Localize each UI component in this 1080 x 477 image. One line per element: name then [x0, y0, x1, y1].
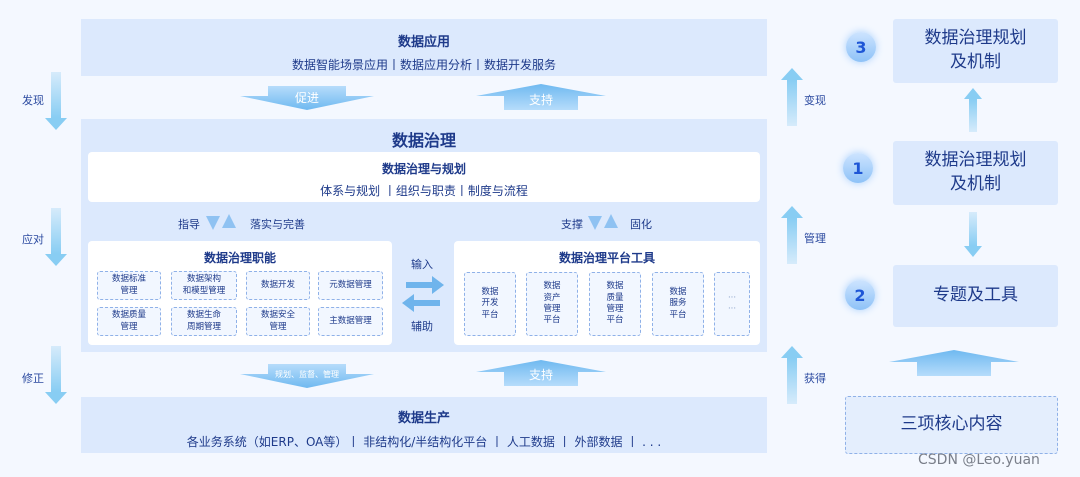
right-flow-1-head — [781, 68, 803, 80]
topics-tools-box: 专题及工具 — [893, 265, 1058, 327]
governance-functions-title: 数据治理职能 — [203, 251, 276, 265]
support-mid-label: 支撑 — [561, 218, 583, 231]
function-cell: 元数据管理 — [318, 271, 383, 300]
promote-arrow — [240, 86, 374, 110]
function-cell: 数据安全 管理 — [246, 307, 310, 336]
right-flow-2 — [787, 218, 797, 264]
function-cell: 主数据管理 — [318, 307, 383, 336]
function-cell: 数据标准 管理 — [97, 271, 161, 300]
governance-tools-title: 数据治理平台工具 — [558, 251, 655, 265]
guide-small-arrow — [240, 364, 374, 388]
up-arrow-shaft-1 — [969, 99, 977, 132]
up-arrow-head-1 — [964, 88, 982, 99]
support-label-bottom: 支持 — [528, 368, 553, 382]
right-flow-1 — [787, 80, 797, 126]
guide-down-arrow — [206, 216, 220, 230]
left-flow-1 — [51, 72, 61, 118]
implement-up-arrow — [222, 214, 236, 228]
right-flow-label-3: 获得 — [804, 372, 826, 385]
tool-cell: 数据 资产 管理 平台 — [526, 272, 578, 336]
down-arrow-shaft-1 — [969, 212, 977, 246]
tool-cell: 数据 质量 管理 平台 — [589, 272, 641, 336]
data-application-subtitle: 数据智能场景应用丨数据应用分析丨数据开发服务 — [291, 58, 556, 72]
solidify-up-arrow — [604, 214, 618, 228]
guide-small-label: 规划、监督、管理 — [275, 370, 339, 379]
governance-planning-box: 数据治理与规划 体系与规划 丨组织与职责丨制度与流程 — [88, 152, 760, 202]
left-flow-2 — [51, 208, 61, 254]
data-production-band: 数据生产 各业务系统（如ERP、OA等）丨 非结构化/半结构化平台 丨 人工数据… — [81, 397, 767, 453]
support-label-top: 支持 — [528, 93, 553, 107]
left-flow-2-head — [45, 254, 67, 266]
governance-planning-title: 数据治理与规划 — [381, 162, 466, 176]
right-flow-3-head — [781, 346, 803, 358]
step-badge-2: 2 — [845, 280, 875, 310]
function-cell: 数据生命 周期管理 — [171, 307, 237, 336]
data-governance-title: 数据治理 — [391, 131, 456, 150]
left-flow-label-2: 应对 — [22, 233, 44, 246]
bidirectional-arrow — [402, 276, 444, 312]
promote-label: 促进 — [294, 91, 319, 105]
governance-planning-mechanism-box: 数据治理规划 及机制 — [893, 141, 1058, 205]
assist-label: 辅助 — [411, 320, 433, 333]
right-flow-3 — [787, 358, 797, 404]
guide-label: 指导 — [178, 218, 200, 231]
right-flow-2-head — [781, 206, 803, 218]
watermark: CSDN @Leo.yuan — [918, 452, 1040, 468]
left-flow-label-3: 修正 — [22, 372, 44, 385]
three-core-contents-box: 三项核心内容 — [845, 396, 1058, 454]
governance-planning-mechanism-box-top: 数据治理规划 及机制 — [893, 19, 1058, 83]
governance-planning-subtitle: 体系与规划 丨组织与职责丨制度与流程 — [320, 184, 528, 198]
function-cell: 数据质量 管理 — [97, 307, 161, 336]
core-up-arrow — [889, 350, 1019, 376]
tool-cell: 数据 服务 平台 — [652, 272, 704, 336]
implement-label: 落实与完善 — [250, 218, 305, 231]
data-production-title: 数据生产 — [397, 411, 450, 426]
step-badge-1: 1 — [843, 153, 873, 183]
left-flow-label-1: 发现 — [22, 94, 44, 107]
left-flow-3 — [51, 346, 61, 392]
function-cell: 数据架构 和模型管理 — [171, 271, 237, 300]
data-production-subtitle: 各业务系统（如ERP、OA等）丨 非结构化/半结构化平台 丨 人工数据 丨 外部… — [186, 435, 662, 449]
step-badge-3: 3 — [846, 32, 876, 62]
right-flow-label-1: 变现 — [804, 94, 826, 107]
data-application-title: 数据应用 — [397, 35, 450, 50]
support-down-arrow — [588, 216, 602, 230]
input-label: 输入 — [411, 258, 433, 271]
down-arrow-head-1 — [964, 246, 982, 257]
support-arrow-bottom — [476, 360, 606, 386]
left-flow-3-head — [45, 392, 67, 404]
data-application-band: 数据应用 数据智能场景应用丨数据应用分析丨数据开发服务 — [81, 19, 767, 76]
right-flow-label-2: 管理 — [804, 232, 826, 245]
tool-cell: 数据 开发 平台 — [464, 272, 516, 336]
support-arrow-top — [476, 84, 606, 110]
function-cell: 数据开发 — [246, 271, 310, 300]
tool-cell-more: ··· ··· — [714, 272, 750, 336]
solidify-label: 固化 — [630, 218, 652, 231]
left-flow-1-head — [45, 118, 67, 130]
